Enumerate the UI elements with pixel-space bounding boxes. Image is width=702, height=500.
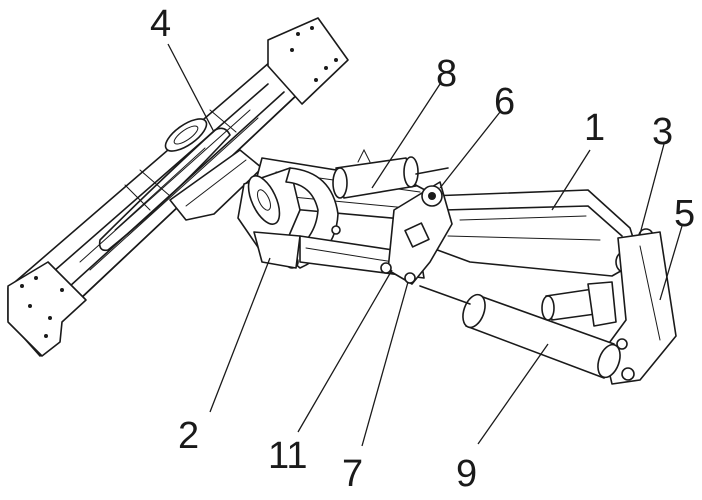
label-5: 5 xyxy=(674,193,695,235)
label-11: 11 xyxy=(268,435,307,477)
bracket-plate-part-6 xyxy=(380,181,453,285)
label-4: 4 xyxy=(150,3,171,45)
part-labels: 4 8 6 1 3 5 2 11 7 9 xyxy=(150,3,695,495)
leader-lines xyxy=(167,43,683,447)
end-plate-part-5 xyxy=(603,231,677,385)
label-1: 1 xyxy=(584,107,605,149)
label-7: 7 xyxy=(342,453,363,495)
label-6: 6 xyxy=(494,81,515,123)
label-2: 2 xyxy=(178,415,199,457)
cylinder-part-8 xyxy=(332,148,449,199)
large-cylinder-part-9 xyxy=(419,281,621,379)
platform-plate-part-4 xyxy=(7,17,349,357)
label-3: 3 xyxy=(652,111,673,153)
main-beam-part-1 xyxy=(429,189,654,277)
label-9: 9 xyxy=(456,453,477,495)
label-8: 8 xyxy=(436,53,457,95)
